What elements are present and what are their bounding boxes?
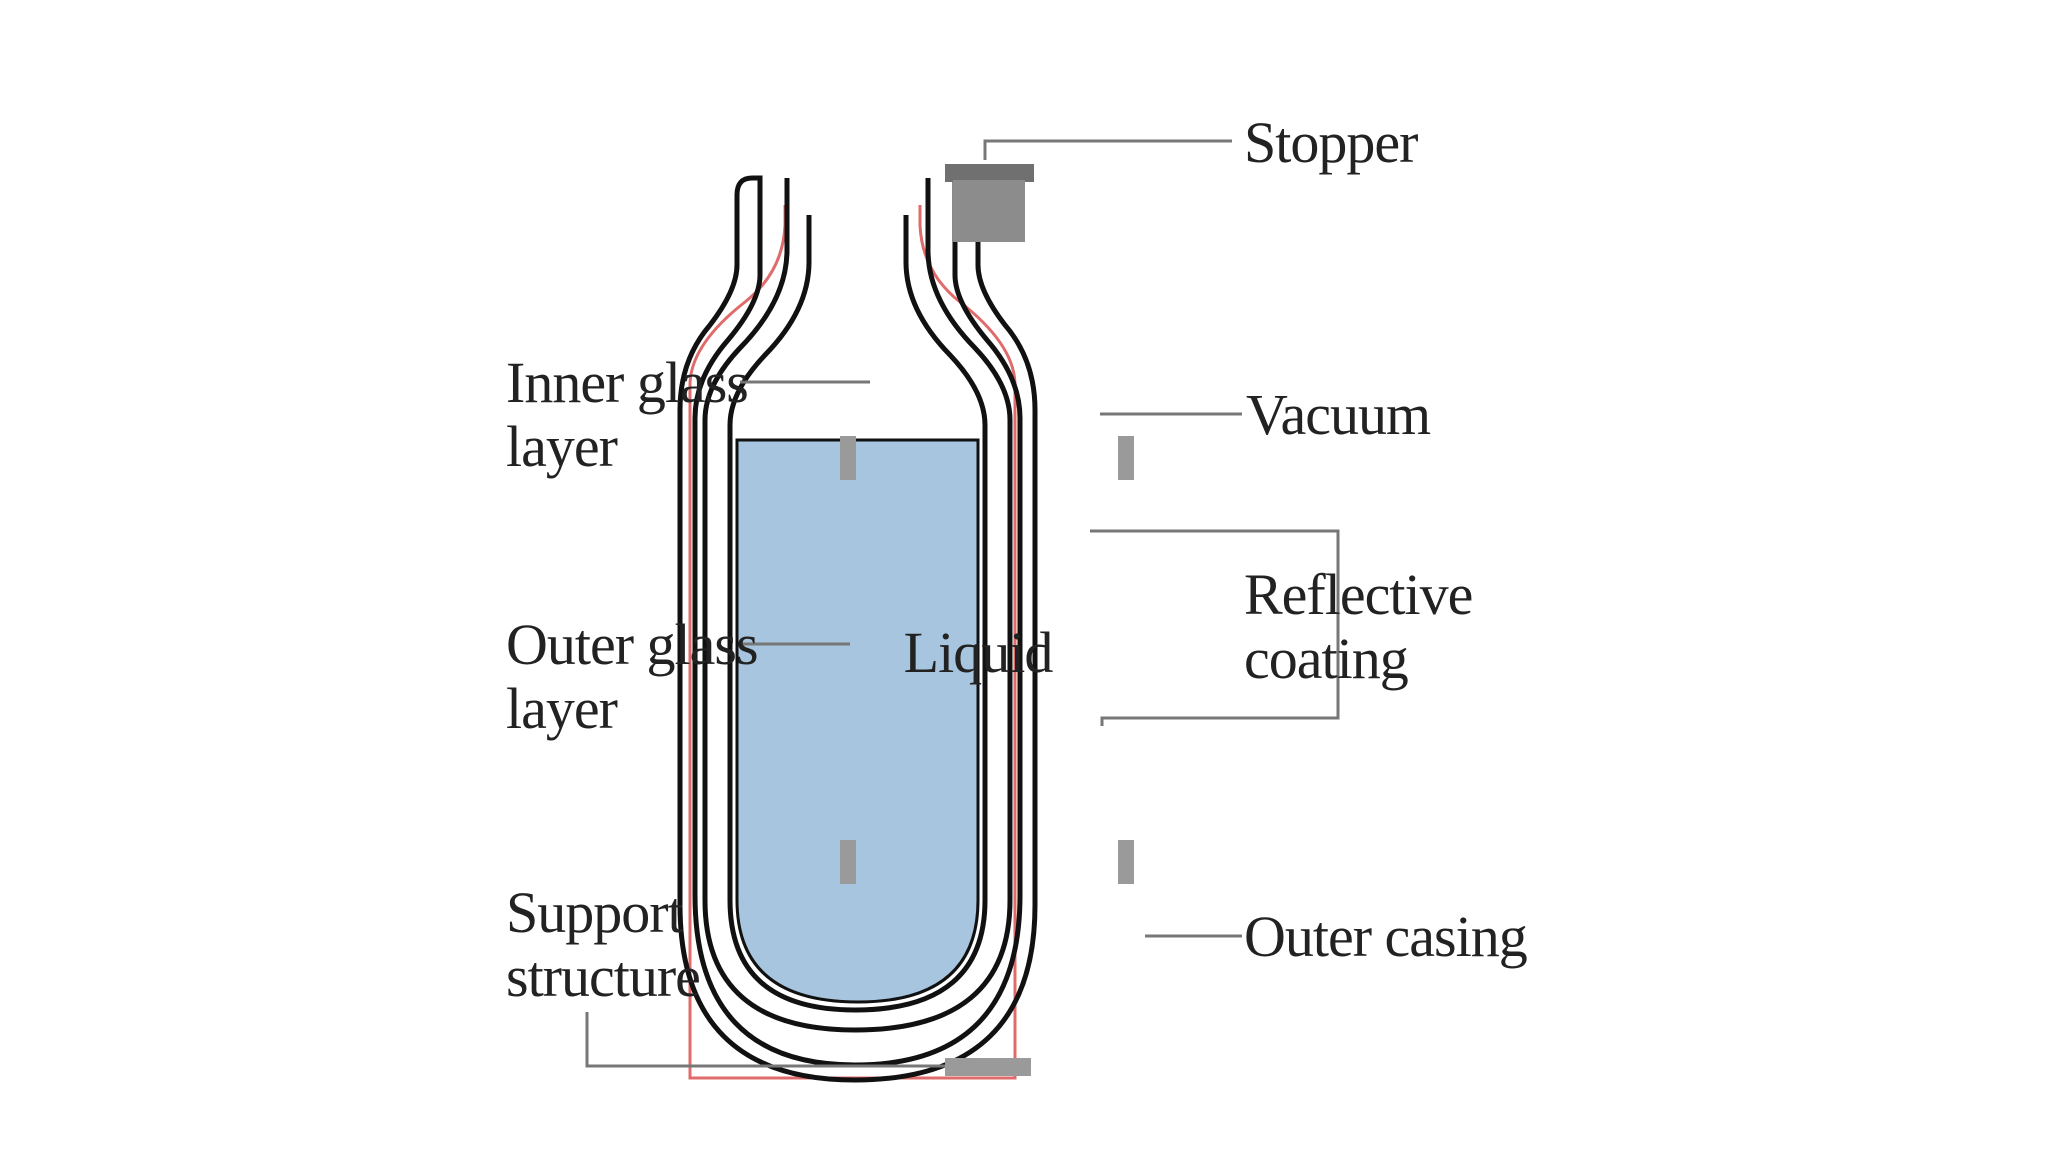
support-block-left-top xyxy=(840,436,856,480)
inner-glass-layer-shape xyxy=(702,178,1013,1033)
stopper-cap xyxy=(945,164,1034,182)
liquid-shape xyxy=(735,438,980,1004)
support-block-left-bottom xyxy=(840,840,856,884)
reflective-coating-label-line2: coating xyxy=(1244,626,1408,691)
outer-glass-label-line2: layer xyxy=(506,676,618,741)
reflective-leader-line xyxy=(1090,529,1340,726)
stopper-label: Stopper xyxy=(1244,110,1418,175)
outer-casing-label: Outer casing xyxy=(1244,904,1527,969)
outer-glass-label-line1: Outer glass xyxy=(506,612,758,677)
inner-glass-label-line1: Inner glass xyxy=(506,350,748,415)
stopper-body xyxy=(953,180,1025,242)
inner-glass-inner-edge xyxy=(727,215,988,1013)
vacuum-label: Vacuum xyxy=(1246,382,1431,447)
support-structure-label-line1: Support xyxy=(506,880,684,945)
support-block-base xyxy=(945,1058,1031,1076)
support-leader-line xyxy=(585,1012,945,1068)
support-block-right-top xyxy=(1118,436,1134,480)
reflective-coating-label-line1: Reflective xyxy=(1244,562,1472,627)
inner-glass-label-line2: layer xyxy=(506,414,618,479)
stopper-leader-line xyxy=(983,139,1232,160)
support-block-right-bottom xyxy=(1118,840,1134,884)
liquid-label: Liquid xyxy=(904,620,1054,685)
support-structure-label-line2: structure xyxy=(506,944,700,1009)
